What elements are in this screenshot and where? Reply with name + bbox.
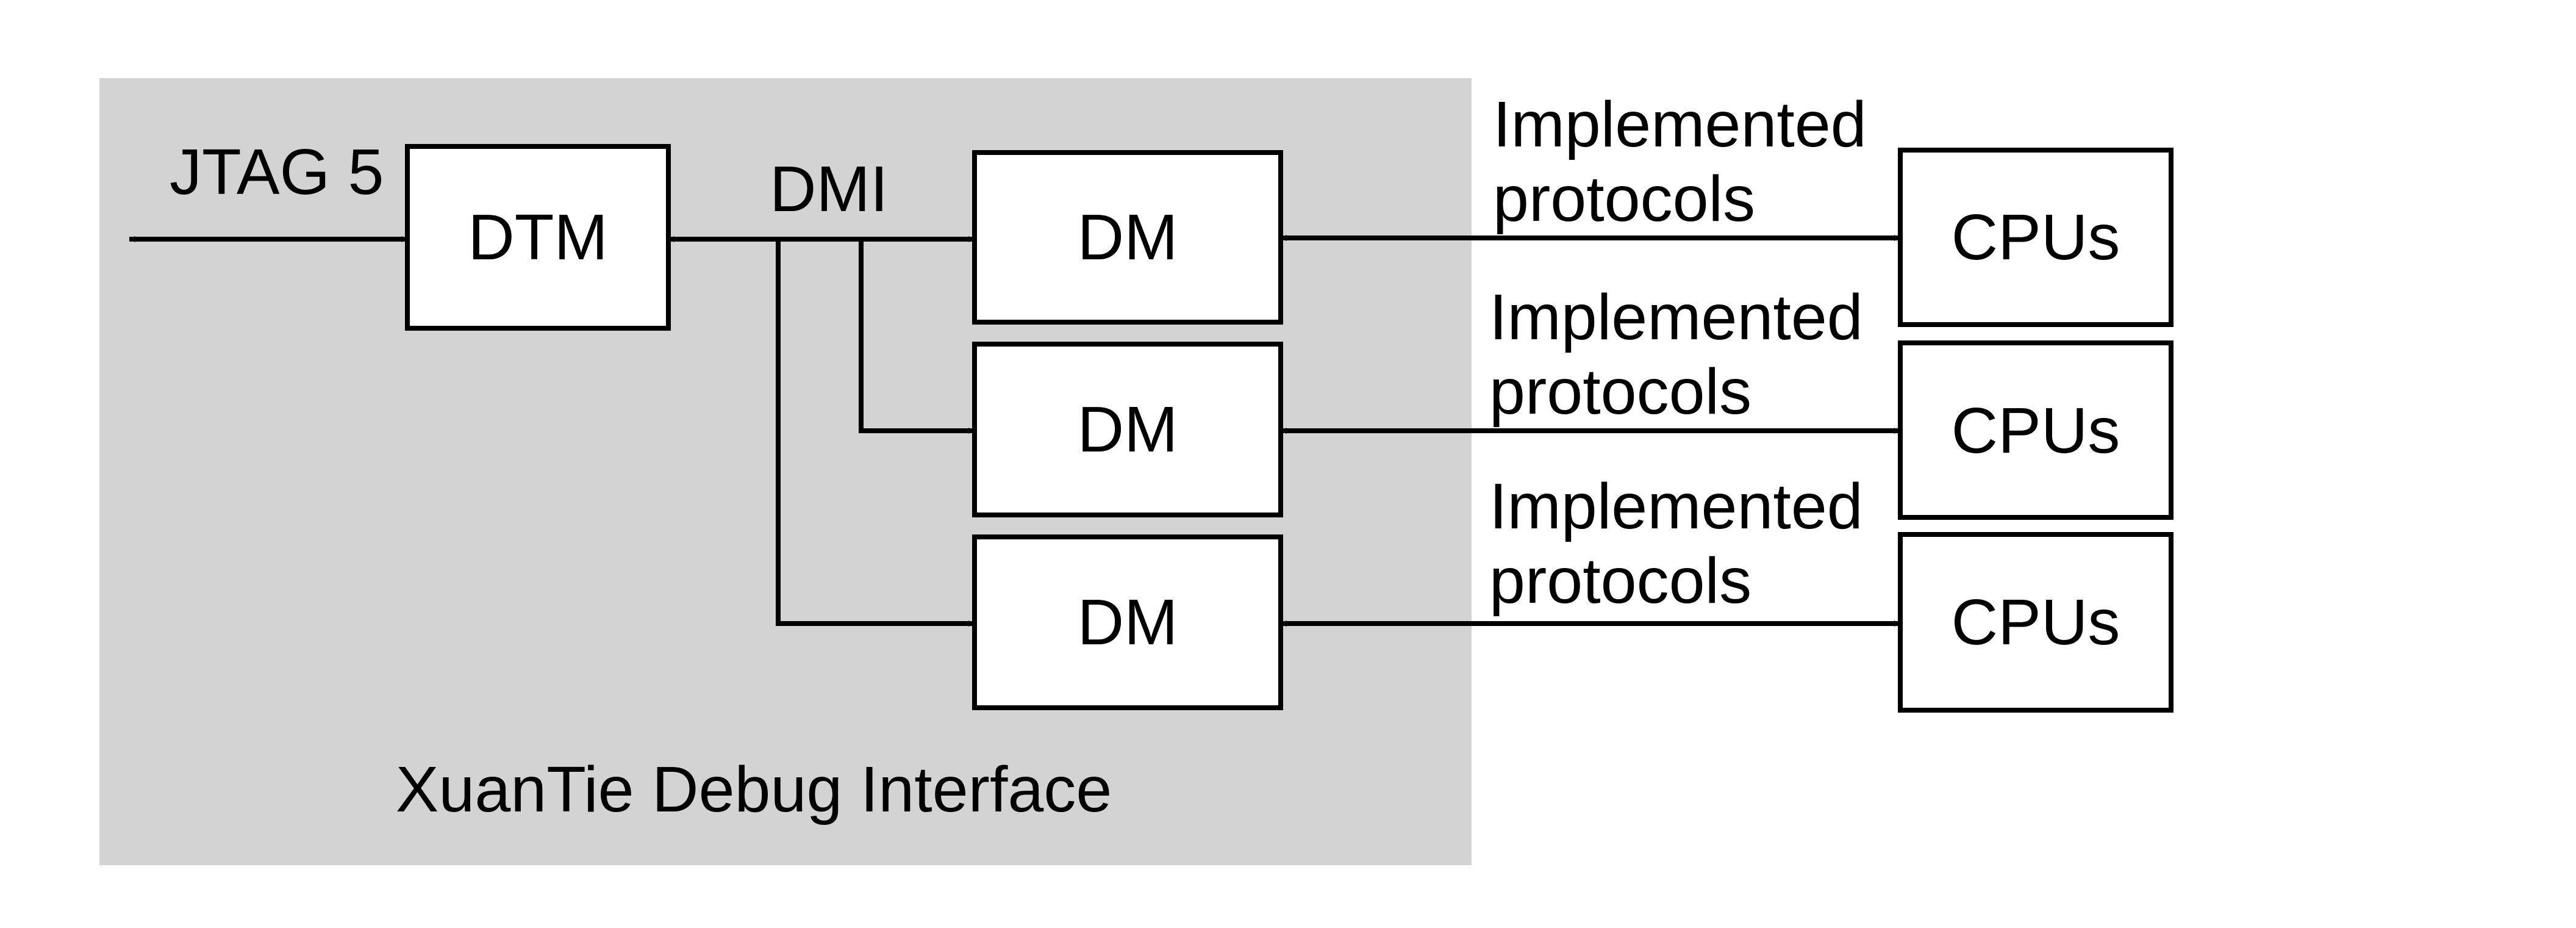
- dmi-branch-dm-2: [859, 239, 975, 434]
- protocol-label-2-line1: Implemented: [1489, 281, 1863, 353]
- dm-box-3: [972, 534, 1283, 710]
- protocol-label-1-line2: protocols: [1493, 163, 1755, 235]
- cpu-box-2: [1898, 340, 2174, 520]
- region-label: XuanTie Debug Interface: [396, 754, 1112, 825]
- protocol-label-2-line2: protocols: [1489, 356, 1751, 428]
- dm-box-2: [972, 342, 1283, 517]
- cpu-box-1: [1898, 148, 2174, 327]
- jtag-label: JTAG 5: [170, 136, 384, 208]
- protocol-label-3-line1: Implemented: [1489, 470, 1863, 542]
- dtm-label: DTM: [468, 201, 608, 273]
- dmi-branch-dm-3: [776, 239, 975, 627]
- dmi-label: DMI: [770, 153, 888, 225]
- cpu-label-2: CPUs: [1952, 395, 2120, 467]
- dm-label-2: DM: [1078, 394, 1178, 466]
- cpu-label-3: CPUs: [1952, 586, 2120, 658]
- dm-box-1: [972, 150, 1283, 325]
- dm-label-1: DM: [1078, 201, 1178, 273]
- protocol-label-3-line2: protocols: [1489, 545, 1751, 617]
- dtm-box: [405, 144, 671, 331]
- cpu-box-3: [1898, 532, 2174, 713]
- protocol-label-1-line1: Implemented: [1493, 88, 1867, 160]
- dm-label-3: DM: [1078, 586, 1178, 658]
- cpu-label-1: CPUs: [1952, 201, 2120, 273]
